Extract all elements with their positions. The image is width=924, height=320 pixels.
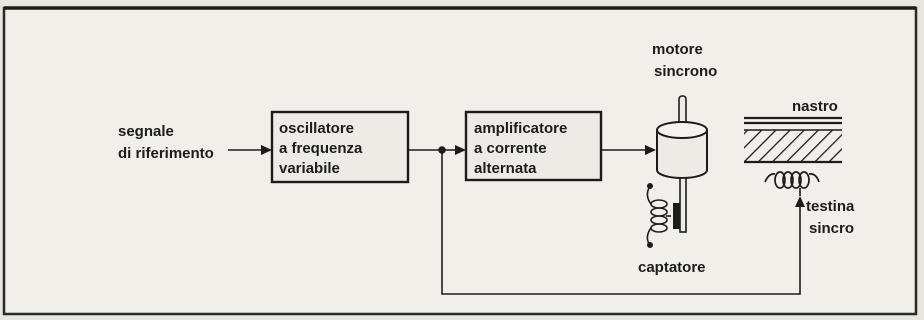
- sync-motor-label: motore sincrono: [652, 41, 717, 80]
- amplifier-line-1: amplificatore: [474, 120, 567, 137]
- amplifier-line-2: a corrente: [474, 140, 547, 157]
- tape-label: nastro: [792, 98, 838, 115]
- vfo-line-3: variabile: [279, 160, 340, 177]
- input-signal-label: segnale di riferimento: [118, 123, 214, 162]
- motor-input-arrowhead: [645, 145, 656, 155]
- input-signal-line-1: segnale: [118, 123, 174, 140]
- vfo-line-1: oscillatore: [279, 120, 354, 137]
- pickup-coil-drawing: [646, 183, 671, 249]
- input-arrowhead: [261, 145, 272, 155]
- amp-input-arrowhead: [455, 145, 466, 155]
- feedback-arrowhead: [795, 196, 805, 207]
- vfo-line-2: a frequenza: [279, 140, 363, 157]
- sync-motor-drawing: [656, 95, 708, 233]
- amplifier-label: amplificatore a corrente alternata: [474, 120, 572, 177]
- sync-motor-line-1: motore: [652, 41, 703, 58]
- tape-drawing: [744, 116, 842, 164]
- sync-head-line-1: testina: [806, 198, 855, 215]
- vfo-block: [270, 110, 410, 184]
- feedback-line: [441, 150, 801, 295]
- amplifier-block: [464, 110, 603, 182]
- sync-head-label: testina sincro: [806, 198, 859, 237]
- sync-head-drawing: [764, 171, 820, 196]
- pickup-label: captatore: [638, 259, 706, 276]
- vfo-label: oscillatore a frequenza variabile: [279, 120, 367, 177]
- sync-motor-line-2: sincrono: [654, 63, 717, 80]
- amplifier-line-3: alternata: [474, 160, 537, 177]
- sync-head-line-2: sincro: [809, 220, 854, 237]
- input-signal-line-2: di riferimento: [118, 145, 214, 162]
